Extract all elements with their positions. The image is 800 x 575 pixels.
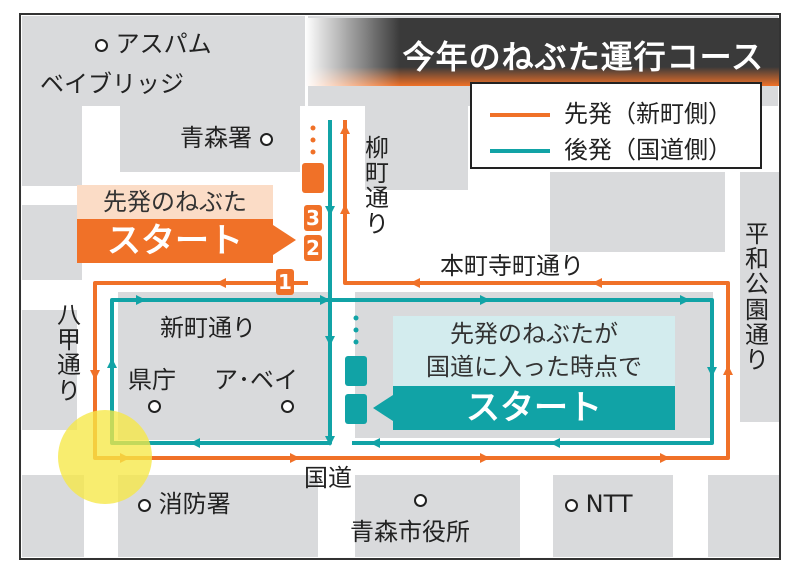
arrow <box>410 278 420 288</box>
float-marker <box>345 356 367 386</box>
block <box>365 106 468 190</box>
map-frame <box>19 13 781 560</box>
arrow <box>707 367 717 377</box>
landmark-aspam: アスパム <box>95 32 212 56</box>
dot <box>310 137 316 143</box>
title-fade <box>305 18 780 86</box>
route-teal-arrows <box>107 206 717 448</box>
arrow <box>90 370 100 380</box>
arrow <box>480 295 490 305</box>
landmark-circle-icon <box>414 494 427 507</box>
arrow <box>136 295 146 305</box>
start-teal-caption: 先発のねぶたが 国道に入った時点で <box>393 316 675 386</box>
dot <box>353 327 359 333</box>
start-orange-caption: 先発のねぶた <box>77 185 273 219</box>
legend-swatch-teal <box>490 149 550 153</box>
legend-label: 後発（国道側） <box>564 136 732 164</box>
route-orange <box>93 120 730 460</box>
legend-item-orange: 先発（新町側） <box>490 94 732 129</box>
map-title: 今年のねぶた運行コース <box>402 38 764 76</box>
dot <box>353 339 359 345</box>
start-orange-pointer <box>273 225 296 255</box>
landmark-police: 青森署 <box>180 126 273 150</box>
dot <box>310 149 316 155</box>
float-number-2: 2 <box>304 235 322 261</box>
legend-swatch-orange <box>490 113 550 117</box>
landmark-circle-icon <box>138 498 151 512</box>
route-teal-dots <box>345 315 367 424</box>
block <box>22 205 82 280</box>
arrow <box>320 295 330 305</box>
route-orange-line <box>93 120 730 460</box>
arrow <box>325 436 335 446</box>
block <box>22 310 77 430</box>
arrow <box>370 438 380 448</box>
landmark-circle-icon <box>95 38 108 52</box>
arrow <box>290 453 300 463</box>
block <box>22 106 82 186</box>
arrow <box>680 295 690 305</box>
landmark-bay-bridge: ベイブリッジ <box>40 70 184 98</box>
street-kokudo: 国道 <box>304 464 352 492</box>
street-heiwa: 平和公園通り <box>745 220 769 374</box>
block <box>708 475 780 557</box>
landmark-ntt: NTT <box>565 492 633 516</box>
start-teal-label: スタート <box>393 386 675 430</box>
title-banner: 今年のねぶた運行コース <box>305 18 780 86</box>
legend: 先発（新町側） 後発（国道側） <box>470 82 762 169</box>
legend-label: 先発（新町側） <box>564 100 732 128</box>
highlight-circle <box>58 410 152 504</box>
landmark-pref-office: 県庁 <box>128 366 176 394</box>
block <box>550 172 725 252</box>
block <box>118 475 318 557</box>
landmark-circle-icon <box>259 132 273 146</box>
float-marker <box>345 394 367 424</box>
arrow <box>340 124 350 134</box>
float-number-3: 3 <box>304 205 322 231</box>
street-hakkoda: 八甲通り <box>57 301 81 405</box>
arrow <box>480 453 490 463</box>
dot <box>353 315 359 321</box>
landmark-city-hall: 青森市役所 <box>350 518 470 546</box>
float-number-1: 1 <box>276 269 294 295</box>
arrow <box>216 278 226 288</box>
landmark-a-bay: ア･ベイ <box>214 366 298 394</box>
block <box>553 475 673 557</box>
start-teal-caption-line1: 先発のねぶたが <box>450 320 618 348</box>
start-orange-label: スタート <box>77 219 273 263</box>
start-teal-pointer <box>373 395 393 421</box>
start-teal-caption-line2: 国道に入った時点で <box>426 353 642 381</box>
street-shinmachi: 新町通り <box>160 314 256 342</box>
block <box>118 292 330 440</box>
block <box>740 172 780 422</box>
dot <box>310 125 316 131</box>
legend-item-teal: 後発（国道側） <box>490 130 732 165</box>
route-orange-dots <box>302 125 324 193</box>
arrow <box>325 206 335 216</box>
arrow <box>190 438 200 448</box>
arrow <box>723 365 733 375</box>
arrow <box>550 438 560 448</box>
landmark-fire: 消防署 <box>138 492 231 516</box>
block <box>355 475 520 557</box>
float-marker <box>302 163 324 193</box>
arrow <box>107 358 117 368</box>
arrow <box>660 453 670 463</box>
arrow <box>592 278 602 288</box>
street-honcho: 本町寺町通り <box>440 252 584 280</box>
landmark-circle-icon <box>148 400 161 413</box>
arrow <box>340 204 350 214</box>
street-yanagi: 柳町通り <box>365 134 389 238</box>
block <box>22 16 305 106</box>
landmark-circle-icon <box>565 498 578 512</box>
landmark-circle-icon <box>281 400 294 413</box>
arrow <box>325 336 335 346</box>
